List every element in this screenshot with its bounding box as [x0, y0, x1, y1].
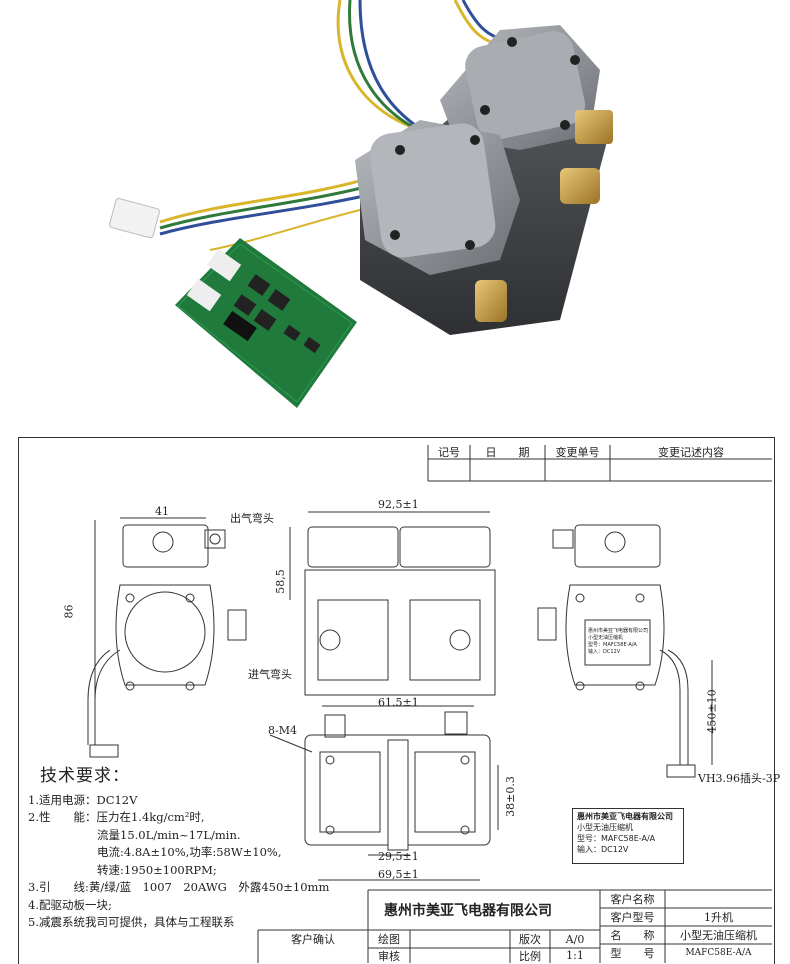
- spec-line: 4.配驱动板一块;: [28, 897, 112, 912]
- label-outlet-elbow: 出气弯头: [230, 512, 274, 525]
- spec-line: 转速:1950±100RPM;: [28, 862, 217, 877]
- product-photo: [0, 0, 790, 425]
- nameplate-view-product: 小型无油压缩机: [588, 635, 624, 641]
- spec-line: 电流:4.8A±10%,功率:58W±10%,: [28, 845, 282, 859]
- nameplate-callout: 惠州市美亚飞电器有限公司 小型无油压缩机 型号：MAFC58E-A/A 输入：D…: [572, 808, 684, 864]
- dim-height-38: 38±0.3: [503, 776, 517, 817]
- compressor-photo-illustration: [109, 0, 613, 408]
- nameplate-product: 小型无油压缩机: [577, 823, 633, 832]
- name-value: 小型无油压缩机: [680, 929, 757, 942]
- technical-requirements: 技术要求： 1.适用电源：DC12V 2.性 能：压力在1.4kg/cm²时, …: [28, 766, 388, 932]
- version-label: 版次: [519, 933, 541, 946]
- nameplate-model: 型号：MAFC58E-A/A: [577, 834, 656, 843]
- dim-8-m4: 8-M4: [268, 724, 297, 737]
- spec-line: 3.引 线:黄/绿/蓝 1007 20AWG 外露450±10mm: [28, 880, 330, 894]
- customer-confirm-label: 客户确认: [291, 933, 335, 946]
- dim-width-69-5: 69,5±1: [378, 868, 419, 881]
- nameplate-view-model: 型号：MAFC58E-A/A: [588, 642, 637, 648]
- nameplate-on-view: 惠州市美亚飞电器有限公司 小型无油压缩机 型号：MAFC58E-A/A 输入：D…: [588, 628, 650, 656]
- nameplate-view-company: 惠州市美亚飞电器有限公司: [588, 628, 649, 634]
- spec-line: 1.适用电源：DC12V: [28, 792, 138, 807]
- dim-width-41: 41: [155, 505, 169, 518]
- nameplate-view-input: 输入：DC12V: [588, 649, 621, 655]
- label-connector: VH3.96插头-3P: [698, 772, 781, 785]
- label-inlet-elbow: 进气弯头: [248, 668, 292, 681]
- dim-width-92-5: 92,5±1: [378, 498, 419, 511]
- drawing-label: 绘图: [378, 933, 400, 946]
- spec-line: 2.性 能：压力在1.4kg/cm²时,: [28, 810, 205, 824]
- customer-model-value: 1升机: [704, 911, 733, 924]
- title-block-company: 惠州市美亚飞电器有限公司: [384, 903, 552, 919]
- customer-model-label: 客户型号: [610, 911, 655, 924]
- nameplate-company: 惠州市美亚飞电器有限公司: [577, 812, 673, 821]
- model-label: 型 号: [610, 947, 655, 960]
- specs-title: 技术要求：: [40, 766, 130, 786]
- change-table-header-date: 日 期: [485, 446, 530, 459]
- scale-label: 比例: [519, 949, 541, 963]
- dim-cable-450: 450±10: [705, 689, 719, 734]
- dim-width-61-5: 61.5±1: [378, 696, 419, 709]
- dim-height-58-5: 58,5: [273, 569, 287, 594]
- version-value: A/0: [565, 932, 585, 946]
- nameplate-input: 输入：DC12V: [577, 845, 629, 854]
- change-table-header-mark: 记号: [438, 446, 460, 459]
- change-table-header-order: 变更单号: [555, 446, 600, 459]
- dim-height-86: 86: [62, 604, 76, 619]
- spec-line: 流量15.0L/min~17L/min.: [28, 827, 241, 842]
- spec-line: 5.减震系统我司可提供，具体与工程联系: [28, 915, 235, 929]
- change-table-header-description: 变更记述内容: [658, 446, 724, 459]
- model-value: MAFC58E-A/A: [685, 948, 752, 958]
- review-label: 审核: [378, 949, 400, 963]
- name-label: 名 称: [610, 929, 655, 942]
- scale-value: 1:1: [566, 949, 584, 962]
- customer-name-label: 客户名称: [610, 893, 655, 906]
- engineering-drawing-sheet: [18, 437, 775, 964]
- dim-width-29-5: 29,5±1: [378, 850, 419, 863]
